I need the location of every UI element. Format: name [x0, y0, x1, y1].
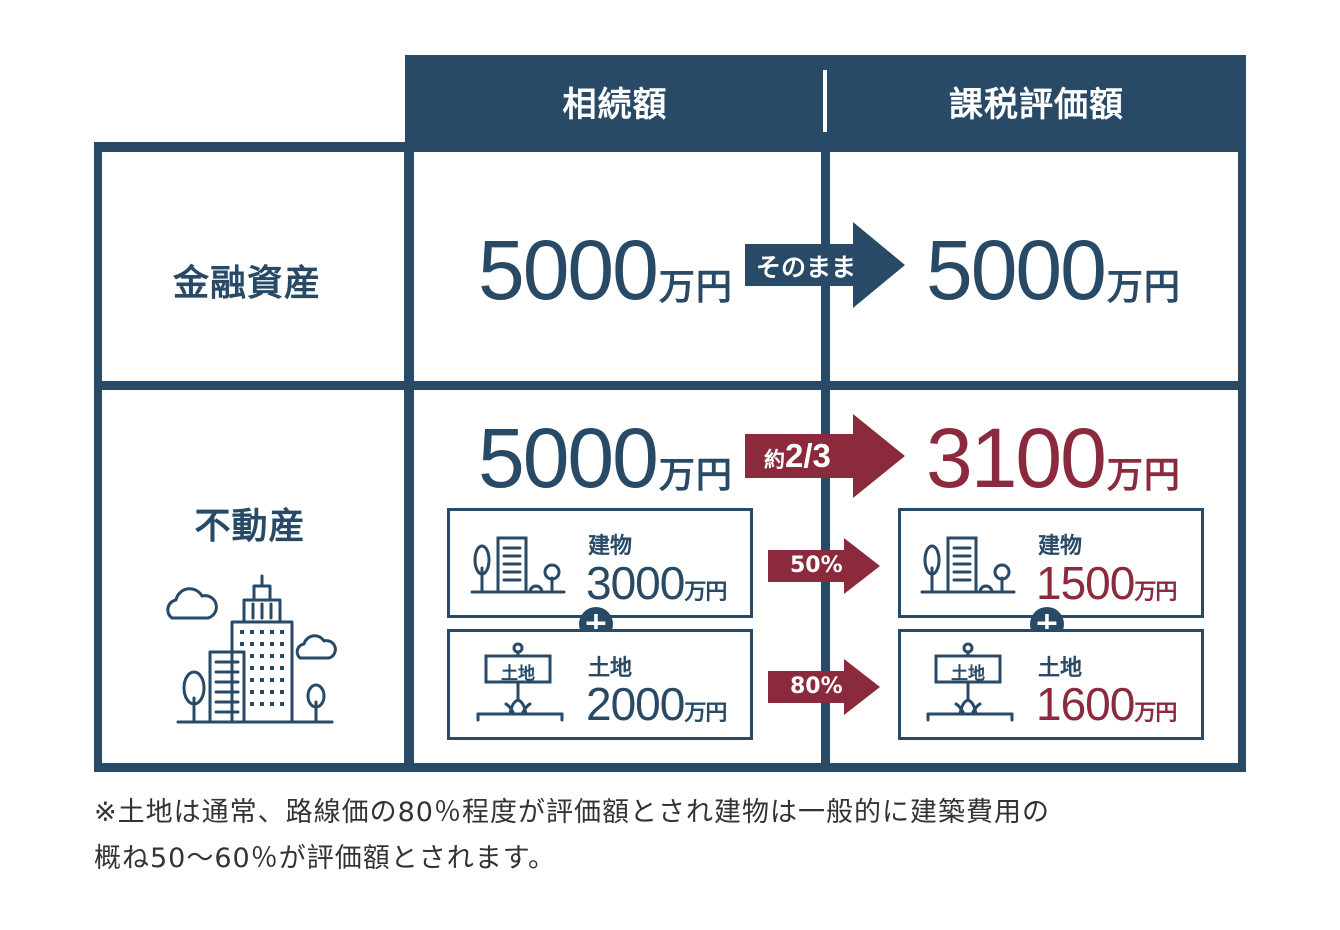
amount-value: 5000: [926, 223, 1107, 317]
arrow-approx-label: 約2/3: [764, 437, 831, 475]
land-box-inherited: [447, 629, 753, 740]
land-taxable-amount: 1600万円: [1036, 677, 1177, 731]
financial-taxable-amount: 5000万円: [926, 222, 1181, 319]
building-icon: [470, 536, 566, 594]
amount-unit: 万円: [1134, 701, 1177, 726]
arrow-building-rate: [768, 538, 880, 594]
cloud-icon: [295, 634, 337, 660]
building-inherited-amount: 3000万円: [586, 556, 727, 610]
arrow-land-rate: [768, 659, 880, 715]
amount-value: 1500: [1036, 557, 1135, 609]
amount-unit: 万円: [658, 455, 733, 496]
building-rate-label: 50%: [790, 553, 843, 578]
column-header-taxable: 課税評価額: [949, 84, 1124, 125]
row-label-financial-assets: 金融資産: [172, 263, 321, 304]
amount-unit: 万円: [684, 701, 727, 726]
arrow-as-is: [745, 222, 905, 308]
land-box-taxable: [898, 629, 1204, 740]
land-label: 土地: [588, 656, 633, 681]
building-label: 建物: [588, 534, 633, 559]
amount-value: 5000: [478, 411, 659, 505]
amount-unit: 万円: [684, 580, 727, 605]
cell-realestate-label: [102, 390, 404, 763]
row-label-real-estate: 不動産: [194, 506, 306, 547]
land-label: 土地: [1038, 656, 1083, 681]
approx-prefix: 約: [764, 448, 785, 472]
amount-value: 1600: [1036, 678, 1135, 730]
land-sign-icon: [926, 642, 1014, 722]
land-sign-text: 土地: [951, 664, 985, 684]
financial-inherited-amount: 5000万円: [478, 222, 733, 319]
footnote-line-2: 概ね50～60％が評価額とされます。: [94, 843, 557, 874]
amount-unit: 万円: [1134, 580, 1177, 605]
column-header-inherited: 相続額: [562, 84, 668, 125]
amount-value: 5000: [478, 223, 659, 317]
amount-unit: 万円: [1106, 455, 1181, 496]
land-sign-text: 土地: [501, 664, 535, 684]
cloud-icon: [166, 587, 218, 620]
realestate-taxable-amount: 3100万円: [926, 410, 1181, 507]
approx-value: 2/3: [785, 437, 831, 474]
amount-value: 3100: [926, 411, 1107, 505]
arrow-as-is-label: そのまま: [756, 253, 857, 282]
skyscraper-city-icon: [166, 574, 337, 724]
footnote-line-1: ※土地は通常、路線価の80％程度が評価額とされ建物は一般的に建築費用の: [94, 797, 1050, 828]
building-taxable-amount: 1500万円: [1036, 556, 1177, 610]
footnote: ※土地は通常、路線価の80％程度が評価額とされ建物は一般的に建築費用の 概ね50…: [94, 790, 1294, 882]
cell-financial-label: [102, 152, 404, 381]
land-rate-label: 80%: [790, 674, 843, 699]
land-sign-icon: [476, 642, 564, 722]
amount-unit: 万円: [1106, 267, 1181, 308]
realestate-inherited-amount: 5000万円: [478, 410, 733, 507]
amount-unit: 万円: [658, 267, 733, 308]
building-label: 建物: [1038, 534, 1083, 559]
arrow-approx-two-thirds: [745, 414, 905, 498]
land-inherited-amount: 2000万円: [586, 677, 727, 731]
header-divider: [823, 70, 827, 132]
amount-value: 3000: [586, 557, 685, 609]
amount-value: 2000: [586, 678, 685, 730]
building-icon: [920, 536, 1016, 594]
